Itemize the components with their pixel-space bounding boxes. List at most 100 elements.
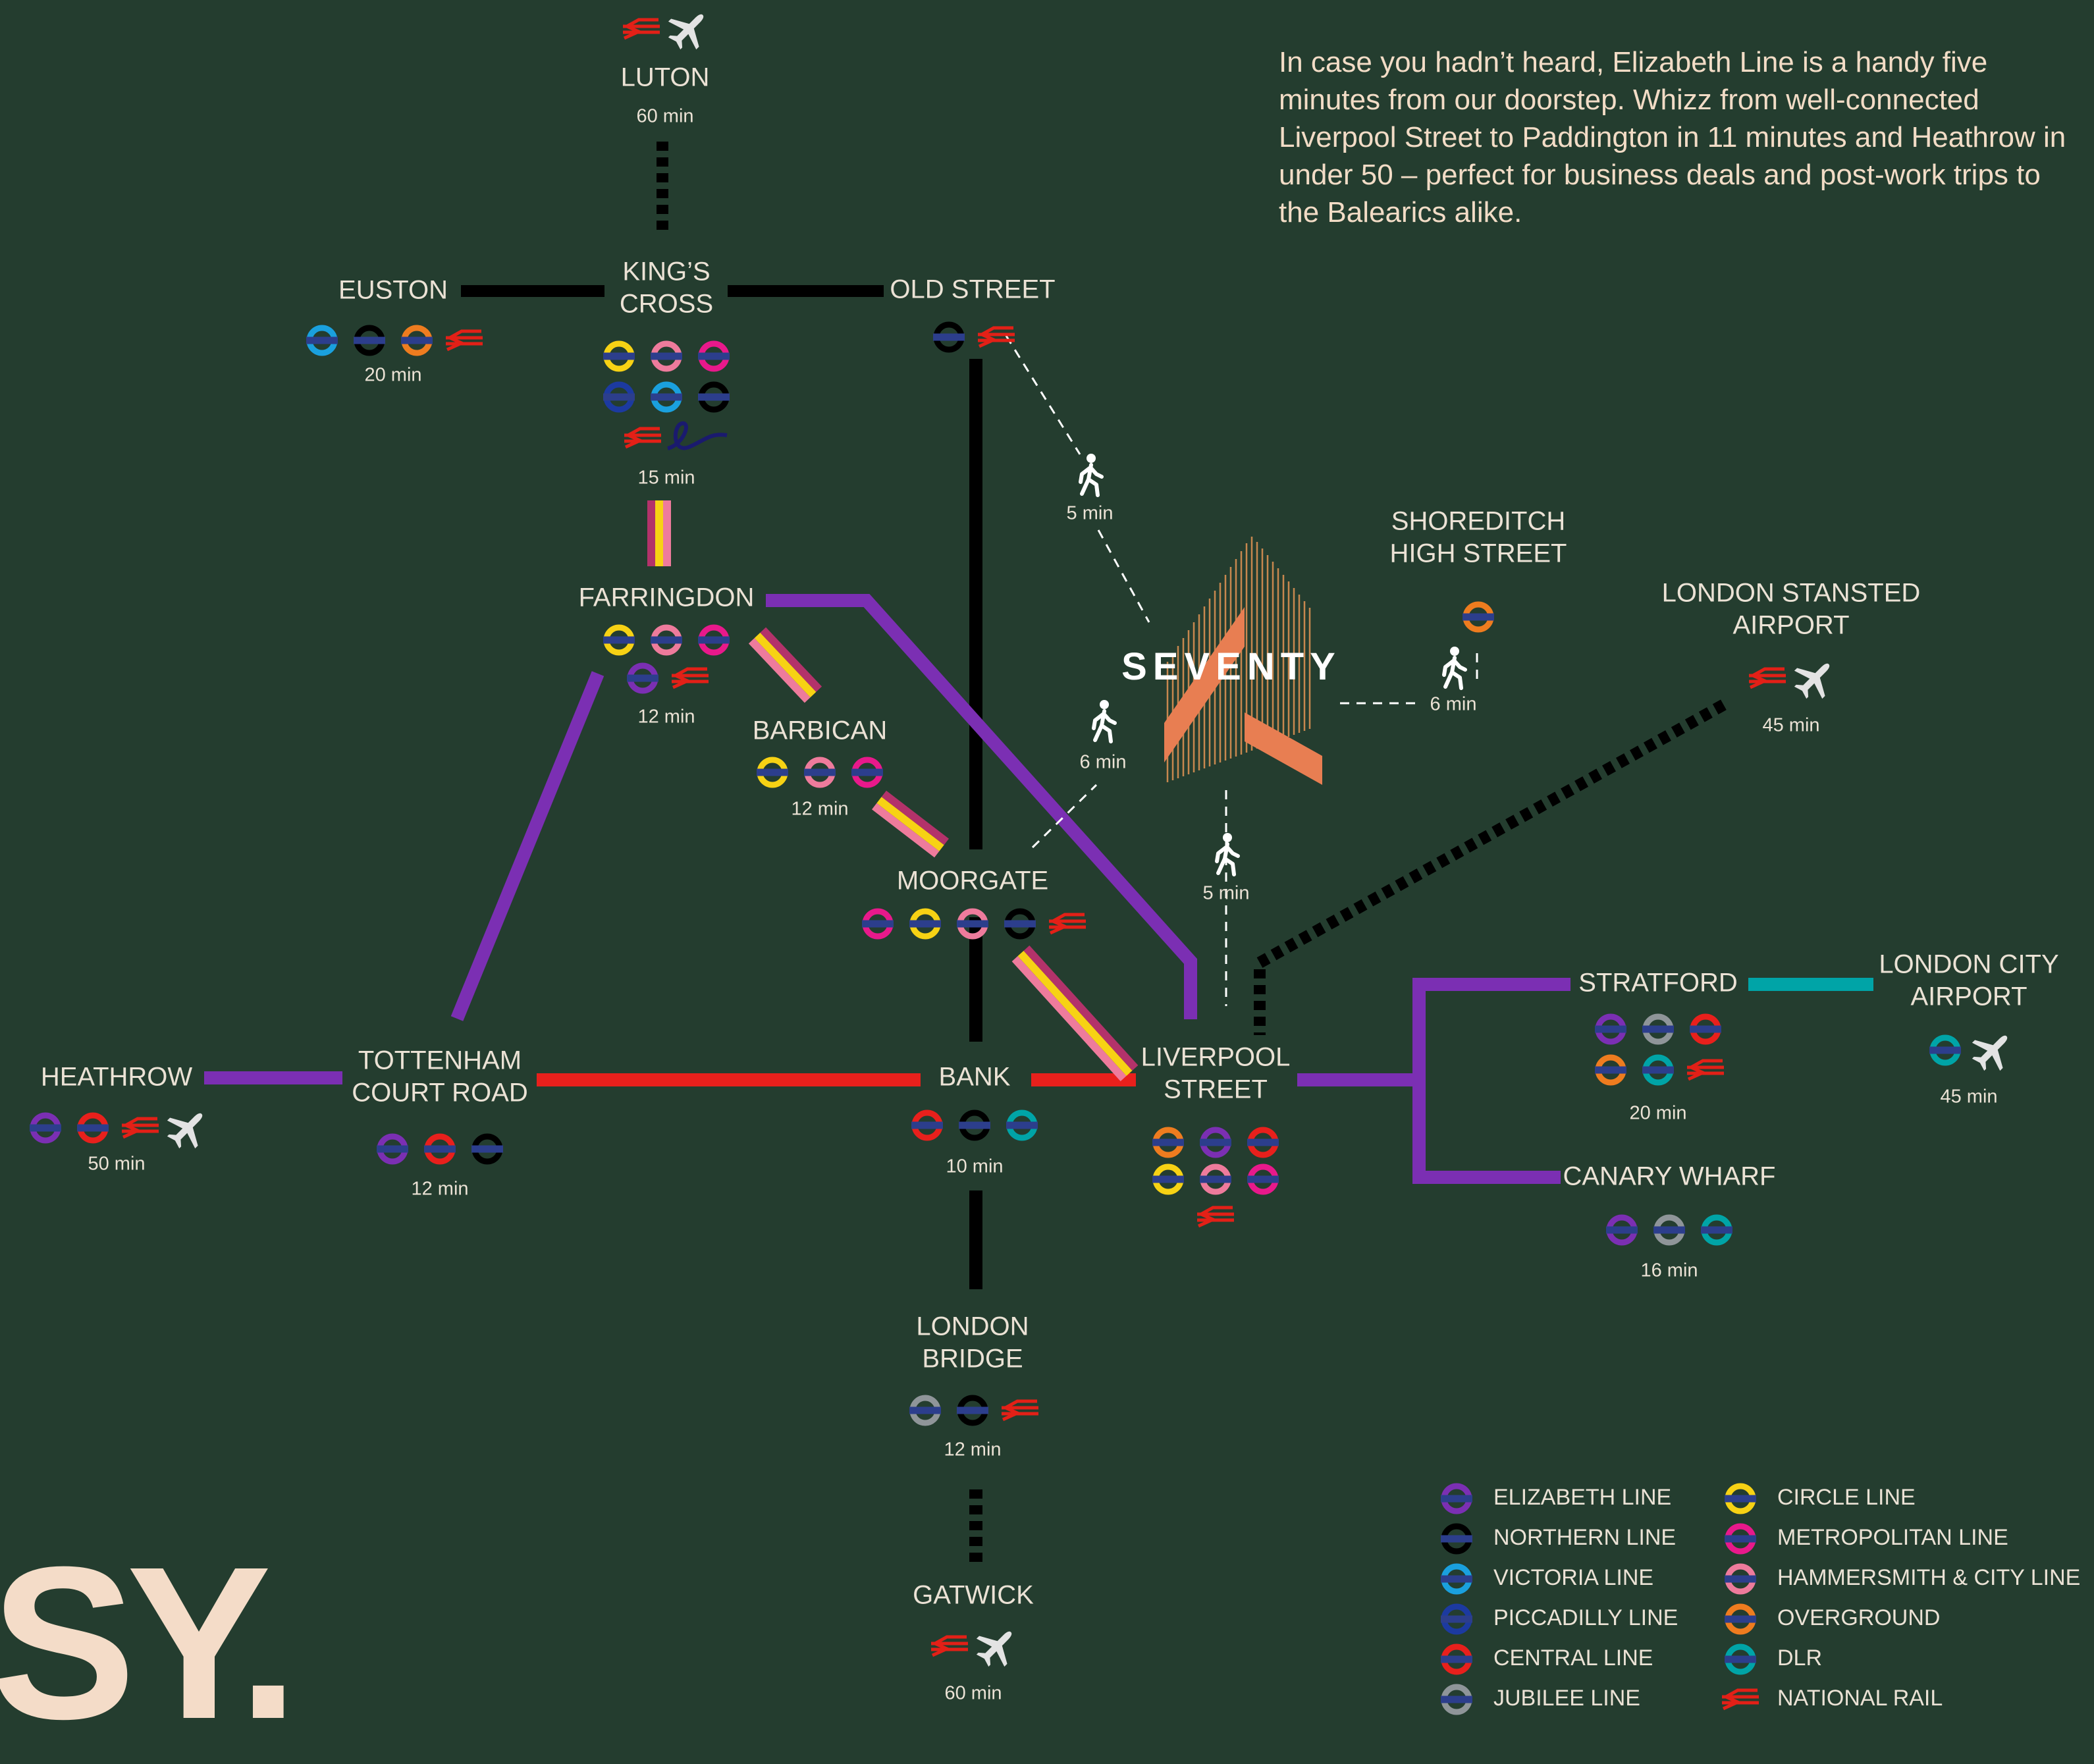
roundel-bar — [1701, 1226, 1732, 1234]
legend-item-circle: CIRCLE LINE — [1725, 1483, 1916, 1514]
route-lines — [204, 142, 1873, 1563]
national-rail-icon — [1687, 1059, 1724, 1081]
roundel-icon — [1725, 1483, 1756, 1514]
roundel-bar — [1595, 1025, 1626, 1033]
legend-item-piccadilly: PICCADILLY LINE — [1441, 1603, 1678, 1635]
roundel-icon — [1701, 1214, 1732, 1246]
rail-stroke — [1049, 913, 1085, 935]
national-rail-icon — [446, 329, 483, 352]
roundel-bar — [1725, 1535, 1756, 1543]
roundel-bar — [862, 920, 894, 928]
roundel-bar — [1642, 1066, 1674, 1074]
station-name: AIRPORT — [1732, 611, 1849, 640]
roundel-icon — [1653, 1214, 1685, 1246]
roundel-icon — [959, 1109, 990, 1141]
station-time: 16 min — [1640, 1260, 1698, 1281]
roundel-icon — [698, 381, 730, 413]
roundel-icon — [627, 662, 658, 694]
rail-stroke — [1002, 1399, 1037, 1422]
moorgate-liverpool-street-striped-line-stripe — [1017, 950, 1133, 1077]
rail-stroke — [1687, 1059, 1723, 1081]
station-bank: BANK 10 min — [911, 1063, 1038, 1177]
farringdon-liverpool-street-elizabeth-line — [766, 594, 1197, 1019]
stratford-canary-wharf-elizabeth-line — [1412, 978, 1570, 1184]
roundel-bar — [651, 352, 682, 360]
roundel-icon — [77, 1112, 109, 1144]
roundel-bar — [959, 1121, 990, 1129]
rail-stroke — [446, 329, 481, 352]
walking-person-icon — [1215, 833, 1240, 876]
legend-label: METROPOLITAN LINE — [1777, 1525, 2008, 1550]
roundel-bar — [1725, 1575, 1756, 1583]
roundel-bar — [651, 636, 682, 644]
station-time: 20 min — [1629, 1103, 1686, 1124]
roundel-bar — [1725, 1615, 1756, 1623]
rail-stroke — [1722, 1688, 1758, 1711]
national-rail-icon — [122, 1117, 159, 1139]
roundel-bar — [1441, 1696, 1472, 1703]
roundel-bar — [1247, 1175, 1279, 1183]
plane-shape — [1794, 663, 1830, 699]
roundel-icon — [401, 325, 433, 356]
roundel-icon — [1642, 1054, 1674, 1086]
legend-label: OVERGROUND — [1777, 1605, 1940, 1630]
walk-route-old-street-2 — [1097, 529, 1150, 623]
legend-item-elizabeth: ELIZABETH LINE — [1441, 1483, 1671, 1514]
roundel-bar — [698, 393, 730, 401]
station-name: BANK — [939, 1063, 1011, 1092]
roundel-icon — [1441, 1563, 1472, 1595]
roundel-bar — [1200, 1138, 1231, 1146]
station-name: LONDON CITY — [1879, 950, 2058, 979]
national-rail-icon — [672, 667, 709, 689]
roundel-icon — [698, 624, 730, 656]
roundel-icon — [1725, 1644, 1756, 1675]
plane-icon — [1794, 663, 1830, 699]
walking-person-icon — [1442, 647, 1467, 690]
roundel-icon — [1441, 1644, 1472, 1675]
roundel-bar — [1606, 1226, 1638, 1234]
brand-mark: SY. — [0, 1521, 298, 1764]
roundel-bar — [1642, 1025, 1674, 1033]
legend-label: CIRCLE LINE — [1777, 1485, 1916, 1510]
roundel-bar — [354, 336, 385, 344]
roundel-icon — [1441, 1483, 1472, 1514]
roundel-icon — [1441, 1523, 1472, 1555]
station-name: LONDON — [916, 1312, 1029, 1341]
national-rail-icon — [1722, 1688, 1759, 1711]
legend-item-northern: NORTHERN LINE — [1441, 1523, 1676, 1555]
intro-text: In case you hadn’t heard, Elizabeth Line… — [1279, 46, 2066, 228]
roundel-icon — [1642, 1013, 1674, 1045]
roundel-icon — [862, 908, 894, 940]
roundel-icon — [1004, 908, 1036, 940]
barbican-moorgate-striped-line — [872, 790, 949, 858]
roundel-bar — [957, 1406, 988, 1414]
roundel-bar — [1690, 1025, 1721, 1033]
roundel-icon — [1200, 1163, 1231, 1195]
roundel-bar — [1441, 1535, 1472, 1543]
station-name: SHOREDITCH — [1391, 507, 1565, 536]
roundel-icon — [354, 325, 385, 356]
station-time: 45 min — [1762, 715, 1819, 736]
logo-chevron-right — [1245, 712, 1322, 785]
roundel-bar — [1152, 1138, 1184, 1146]
roundel-bar — [698, 352, 730, 360]
station-name: EUSTON — [338, 276, 448, 305]
station-time: 10 min — [946, 1156, 1003, 1177]
stripe — [663, 500, 671, 566]
walk-marker-liverpool-street: 5 min — [1203, 833, 1249, 904]
roundel-icon — [957, 1395, 988, 1426]
national-rail-icon — [978, 326, 1015, 348]
walker-head — [1100, 700, 1109, 709]
legend-item-dlr: DLR — [1725, 1644, 1822, 1675]
roundel-icon — [651, 340, 682, 372]
rail-stroke — [978, 326, 1013, 348]
legend-item-rail: NATIONAL RAIL — [1722, 1686, 1943, 1711]
legend-item-victoria: VICTORIA LINE — [1441, 1563, 1653, 1595]
plane-icon — [668, 14, 704, 50]
station-time: 60 min — [636, 106, 693, 127]
